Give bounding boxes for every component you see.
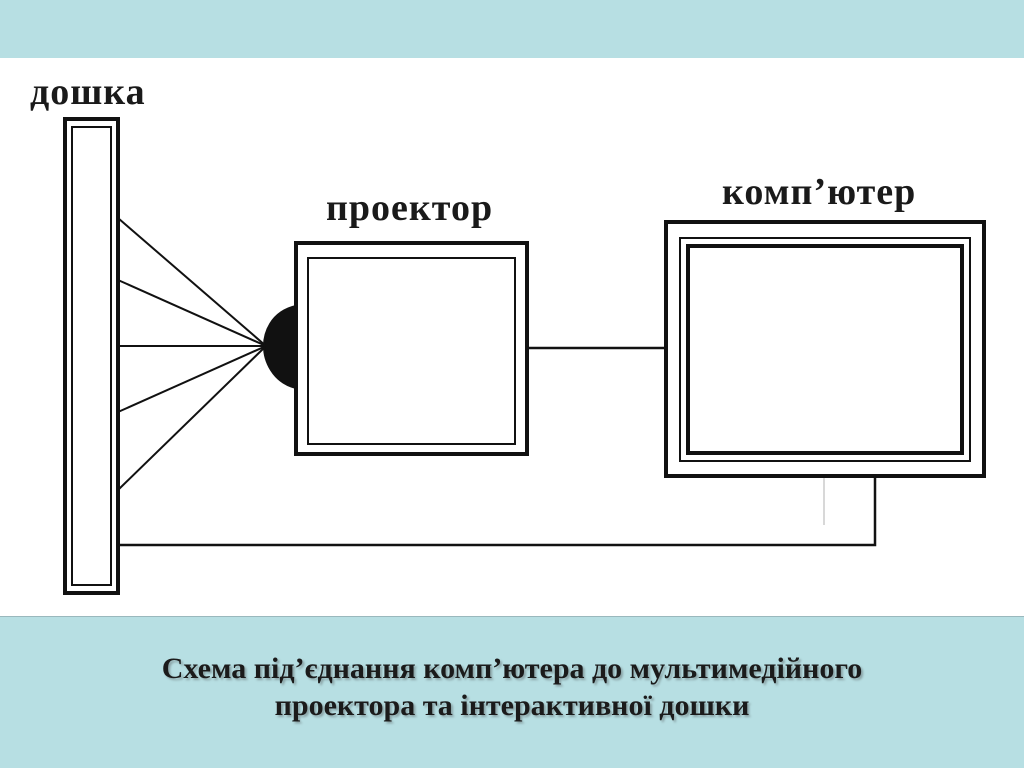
caption: Схема під’єднання комп’ютера до мультиме… [0, 650, 1024, 724]
board-label: дошка [30, 71, 146, 113]
connection-diagram [63, 117, 986, 595]
top-band [0, 0, 1024, 58]
caption-line-2: проектора та інтерактивної дошки [274, 689, 750, 722]
computer-label: комп’ютер [722, 171, 917, 213]
computer-shape [664, 220, 986, 478]
projector-lens [262, 304, 297, 390]
computer-board-cable [118, 476, 877, 547]
bottom-band [0, 616, 1024, 768]
board-shape [63, 117, 120, 595]
projector-label: проектор [326, 187, 494, 229]
projector-shape [294, 241, 529, 456]
projection-rays [117, 217, 267, 491]
caption-line-1: Схема під’єднання комп’ютера до мультиме… [161, 652, 863, 685]
